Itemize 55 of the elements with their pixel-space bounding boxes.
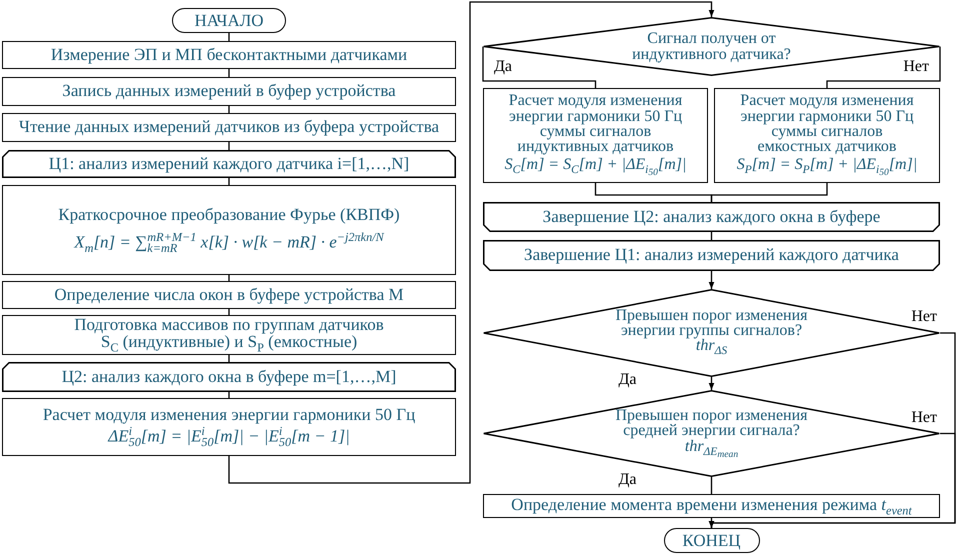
edge-label: Нет [902, 58, 930, 74]
step-text: Краткосрочное преобразование Фурье (КВПФ) [58, 206, 400, 225]
step-text: Ц2: анализ каждого окна в буфере m=[1,…,M] [62, 368, 396, 386]
step-text: Чтение данных измерений датчиков из буфера устройства [18, 118, 440, 137]
formula-text: S$_{P}$[m] = S$_{P}$[m] + |ΔE$_{i}$$_{50}$[m]| [736, 157, 918, 178]
arrow [708, 271, 714, 289]
question-text: Сигнал получен от индуктивного датчика? [631, 31, 792, 62]
step-text: Расчет модуля изменения энергии гармоники 50 Гц [42, 406, 416, 424]
step-text: Измерение ЭП и МП бесконтактными датчиками [50, 46, 408, 64]
process-box [2, 185, 456, 275]
edge-label: Нет [910, 410, 938, 426]
formula-text: ΔE$^{i}$$_{50}$[m] = |E$^{i}$$_{50}$[m]| − |E$^{i}$$_{50}$[m − 1]| [108, 425, 350, 448]
arrow [228, 1, 714, 484]
process-box [483, 88, 708, 183]
step-text: Завершение Ц2: анализ каждого окна в буфере [542, 208, 880, 226]
process-box [2, 281, 456, 309]
terminal-text: КОНЕЦ [682, 532, 741, 549]
terminal-text: НАЧАЛО [194, 12, 264, 29]
step-text: Расчет модуля изменения энергии гармоники 50 Гц суммы сигналов емкостных датчиков [739, 93, 915, 154]
connector-line [826, 46, 941, 88]
loop-start-box [2, 362, 456, 392]
formula-text: S$_{C}$[m] = S$_{C}$[m] + |ΔE$_{i}$$_{50}$[m]| [504, 157, 686, 178]
loop-start-box [2, 150, 456, 178]
arrow [708, 377, 714, 390]
decision-diamond [483, 17, 940, 76]
process-box [714, 88, 940, 183]
terminal-box [172, 8, 286, 33]
step-text: Запись данных измерений в буфер устройства [62, 82, 396, 101]
process-box [2, 113, 456, 142]
connector-line [482, 46, 596, 88]
connector-line [710, 518, 712, 528]
connector-line [710, 183, 828, 202]
formula-text: X$_{m}$[n] = ∑$_{k=mR}$$^{mR+M−1}$ x[k] · w[k − mR] · e$^{−j2πkn/N}$ [74, 230, 384, 254]
formula-text: thr$_{ΔS}$ [696, 338, 728, 358]
connector-line [710, 477, 712, 494]
process-box [483, 494, 940, 518]
process-box [2, 77, 456, 106]
process-box [2, 315, 456, 355]
edge-label: Да [617, 372, 638, 388]
loop-end-box [483, 240, 940, 271]
step-text: Подготовка массивов по группам датчиков S$_{C}$ (индуктивные) и S$_{P}$ (емкостные) [73, 316, 385, 354]
edge-label: Да [617, 472, 638, 488]
step-text: Ц1: анализ измерений каждого датчика i=[1,…,N] [48, 154, 410, 174]
terminal-box [664, 528, 760, 553]
step-text: Определение числа окон в буфере устройства M [54, 286, 404, 304]
arrow [708, 432, 956, 528]
step-text: Завершение Ц1: анализ измерений каждого датчика [524, 246, 899, 265]
question-text: Превышен порог изменения средней энергии сигнала? [614, 408, 809, 439]
edge-label: Да [493, 58, 514, 74]
step-text: Расчет модуля изменения энергии гармоники 50 Гц суммы сигналов индуктивных датчиков [508, 93, 684, 154]
process-box [2, 398, 456, 456]
loop-end-box [483, 202, 940, 232]
process-box [2, 41, 456, 69]
step-text: Определение момента времени изменения режима t$_{event}$ [511, 496, 912, 516]
question-text: Превышен порог изменения энергии группы сигналов? [614, 308, 809, 338]
